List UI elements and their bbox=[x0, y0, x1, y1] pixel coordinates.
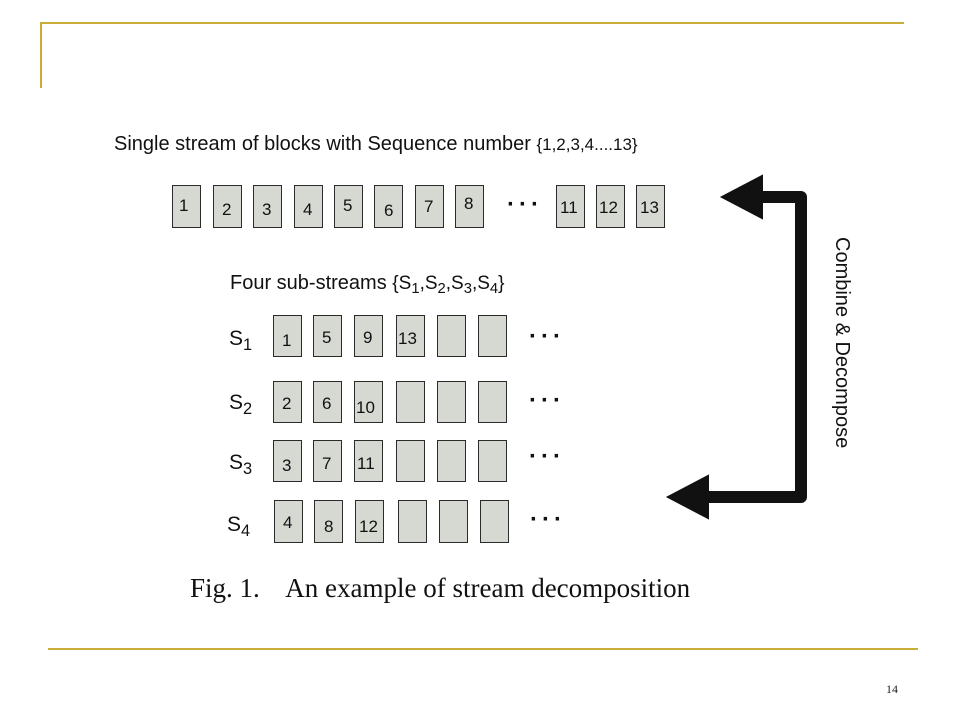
ellipsis: ··· bbox=[530, 506, 566, 533]
block bbox=[439, 500, 468, 543]
ellipsis: ··· bbox=[529, 443, 565, 470]
arrowhead-top bbox=[719, 174, 763, 220]
block: 4 bbox=[274, 500, 303, 543]
block: 7 bbox=[313, 440, 342, 482]
block: 4 bbox=[294, 185, 323, 228]
block: 12 bbox=[596, 185, 625, 228]
substream-label: S1 bbox=[229, 327, 253, 354]
arrowhead-bottom bbox=[665, 474, 709, 520]
block bbox=[480, 500, 509, 543]
block bbox=[396, 440, 425, 482]
figure-caption: Fig. 1. An example of stream decompositi… bbox=[190, 573, 691, 603]
substreams-title: Four sub-streams {S1,S2,S3,S4} bbox=[230, 272, 505, 298]
block: 7 bbox=[415, 185, 444, 228]
combine-decompose-label: Combine & Decompose bbox=[831, 237, 853, 449]
page-number: 14 bbox=[886, 682, 898, 696]
block: 2 bbox=[273, 381, 302, 423]
block: 5 bbox=[313, 315, 342, 357]
ellipsis: ··· bbox=[507, 191, 543, 218]
block: 1 bbox=[273, 315, 302, 357]
top-rule bbox=[40, 22, 904, 24]
block: 10 bbox=[354, 381, 383, 423]
block: 6 bbox=[374, 185, 403, 228]
block: 13 bbox=[636, 185, 665, 228]
block: 8 bbox=[314, 500, 343, 543]
block: 3 bbox=[253, 185, 282, 228]
block bbox=[398, 500, 427, 543]
block: 2 bbox=[213, 185, 242, 228]
block: 1 bbox=[172, 185, 201, 228]
block: 5 bbox=[334, 185, 363, 228]
substream-label: S2 bbox=[229, 391, 253, 418]
block bbox=[478, 381, 507, 423]
block: 11 bbox=[354, 440, 383, 482]
block: 12 bbox=[355, 500, 384, 543]
block: 11 bbox=[556, 185, 585, 228]
block: 6 bbox=[313, 381, 342, 423]
left-rule bbox=[40, 22, 42, 88]
block: 3 bbox=[273, 440, 302, 482]
block bbox=[396, 381, 425, 423]
ellipsis: ··· bbox=[529, 387, 565, 414]
bracket-arrow-outline bbox=[700, 188, 809, 507]
block: 8 bbox=[455, 185, 484, 228]
bottom-rule bbox=[48, 648, 918, 650]
block bbox=[478, 440, 507, 482]
ellipsis: ··· bbox=[529, 323, 565, 350]
single-stream-title: Single stream of blocks with Sequence nu… bbox=[114, 133, 638, 155]
block bbox=[437, 440, 466, 482]
block bbox=[437, 315, 466, 357]
block: 13 bbox=[396, 315, 425, 357]
block bbox=[478, 315, 507, 357]
bracket-arrow-body bbox=[665, 174, 807, 520]
block: 9 bbox=[354, 315, 383, 357]
substream-label: S3 bbox=[229, 451, 253, 478]
block bbox=[437, 381, 466, 423]
substream-label: S4 bbox=[227, 513, 251, 540]
